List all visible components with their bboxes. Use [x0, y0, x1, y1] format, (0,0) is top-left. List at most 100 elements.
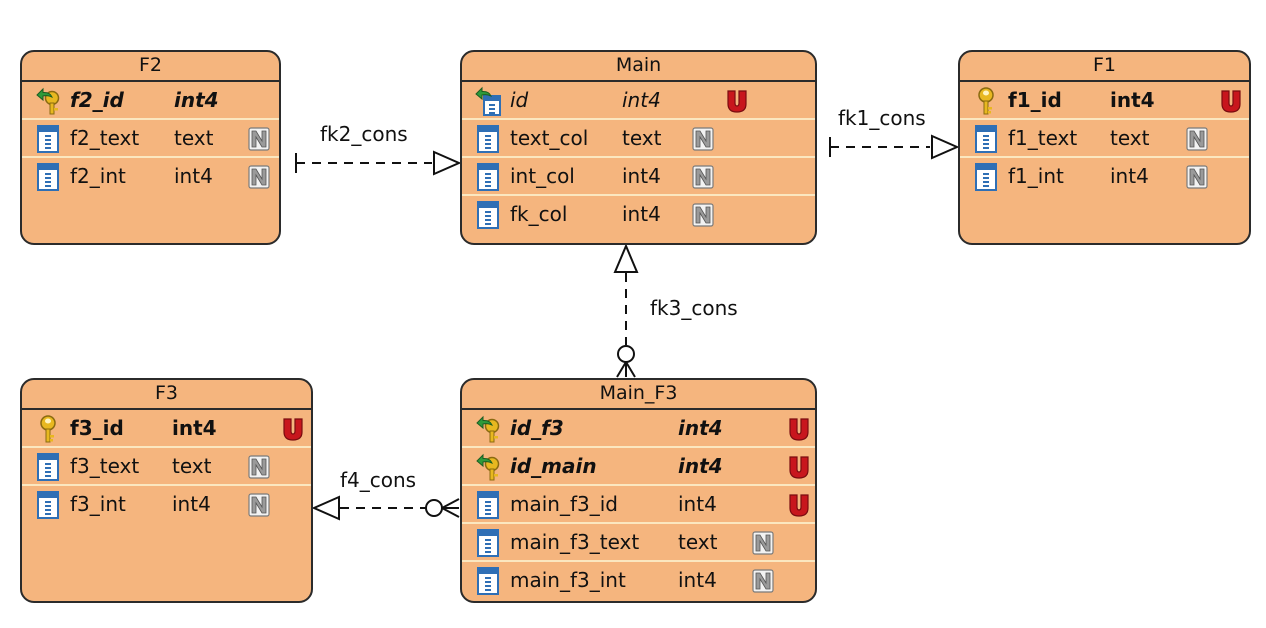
- nullable-badge-icon: [692, 126, 714, 151]
- column-row-f1-int[interactable]: f1_int int4: [960, 156, 1249, 194]
- column-icon: [34, 452, 64, 482]
- nullable-badge-icon: [1186, 126, 1208, 151]
- entity-f1[interactable]: F1 f1_id int4 f1_text text f1_int int4: [958, 50, 1251, 245]
- column-type: text: [678, 530, 718, 554]
- entity-title: Main_F3: [462, 380, 815, 410]
- column-type: int4: [172, 492, 211, 516]
- column-name: id_main: [510, 454, 597, 478]
- fk4-crow-bottom: [441, 507, 460, 518]
- nullable-badge-icon: [248, 454, 270, 479]
- column-row-main-f3-text[interactable]: main_f3_text text: [462, 522, 815, 560]
- column-row-main-f3-int[interactable]: main_f3_int int4: [462, 560, 815, 598]
- column-row-f1-id[interactable]: f1_id int4: [960, 82, 1249, 118]
- fk4-crow-top: [441, 498, 460, 509]
- entity-title: F1: [960, 52, 1249, 82]
- primary-key-icon: [34, 414, 64, 444]
- column-icon: [474, 566, 504, 596]
- fk4-arrowhead: [311, 495, 340, 521]
- column-type: text: [622, 126, 662, 150]
- fk3-arrowhead: [613, 243, 639, 273]
- column-name: int_col: [510, 164, 575, 188]
- column-icon: [34, 162, 64, 192]
- column-type: int4: [622, 164, 661, 188]
- column-type: int4: [174, 164, 213, 188]
- column-icon: [474, 528, 504, 558]
- column-type: text: [1110, 126, 1150, 150]
- entity-title: F2: [22, 52, 279, 82]
- nullable-badge-icon: [248, 164, 270, 189]
- unique-badge-icon: [282, 416, 304, 441]
- entity-f2[interactable]: F2 f2_id int4 f2_text text f2_int int4: [20, 50, 281, 245]
- column-row-f3-int[interactable]: f3_int int4: [22, 484, 311, 522]
- column-icon: [972, 124, 1002, 154]
- column-row-main-f3-id[interactable]: main_f3_id int4: [462, 484, 815, 522]
- column-type: int4: [622, 202, 661, 226]
- column-name: main_f3_int: [510, 568, 626, 592]
- column-icon: [474, 490, 504, 520]
- column-name: f2_int: [70, 164, 126, 188]
- column-icon: [34, 124, 64, 154]
- column-type: int4: [174, 88, 219, 112]
- column-type: int4: [678, 416, 723, 440]
- nullable-badge-icon: [692, 202, 714, 227]
- foreign-key-column-icon: [474, 86, 504, 116]
- fk3-crow-right: [625, 361, 636, 378]
- fk3-label[interactable]: fk3_cons: [650, 296, 738, 320]
- nullable-badge-icon: [692, 164, 714, 189]
- column-type: text: [174, 126, 214, 150]
- column-name: f3_id: [70, 416, 124, 440]
- nullable-badge-icon: [752, 530, 774, 555]
- fk2-label[interactable]: fk2_cons: [320, 122, 408, 146]
- column-name: f3_int: [70, 492, 126, 516]
- column-type: int4: [1110, 164, 1149, 188]
- column-type: int4: [678, 454, 723, 478]
- column-name: f1_id: [1008, 88, 1062, 112]
- entity-title: Main: [462, 52, 815, 82]
- column-row-int-col[interactable]: int_col int4: [462, 156, 815, 194]
- column-name: f2_id: [70, 88, 124, 112]
- fk4-label[interactable]: f4_cons: [340, 468, 417, 492]
- column-type: int4: [172, 416, 217, 440]
- column-type: int4: [678, 492, 717, 516]
- unique-badge-icon: [788, 492, 810, 517]
- foreign-primary-key-icon: [34, 86, 64, 116]
- primary-key-icon: [972, 86, 1002, 116]
- column-row-f1-text[interactable]: f1_text text: [960, 118, 1249, 156]
- column-name: main_f3_id: [510, 492, 618, 516]
- nullable-badge-icon: [248, 126, 270, 151]
- fk4-zero-circle: [425, 499, 443, 517]
- fk2-arrowhead: [433, 150, 462, 176]
- column-name: f1_text: [1008, 126, 1078, 150]
- column-name: main_f3_text: [510, 530, 640, 554]
- unique-badge-icon: [726, 88, 748, 113]
- column-row-id-main[interactable]: id_main int4: [462, 446, 815, 484]
- column-row-f2-text[interactable]: f2_text text: [22, 118, 279, 156]
- column-type: text: [172, 454, 212, 478]
- column-row-f3-id[interactable]: f3_id int4: [22, 410, 311, 446]
- column-row-f2-id[interactable]: f2_id int4: [22, 82, 279, 118]
- foreign-primary-key-icon: [474, 414, 504, 444]
- column-name: f1_int: [1008, 164, 1064, 188]
- column-icon: [474, 124, 504, 154]
- fk1-label[interactable]: fk1_cons: [838, 106, 926, 130]
- column-icon: [972, 162, 1002, 192]
- column-type: int4: [678, 568, 717, 592]
- entity-title: F3: [22, 380, 311, 410]
- fk3-zero-circle: [617, 345, 635, 363]
- unique-badge-icon: [1220, 88, 1242, 113]
- column-icon: [474, 200, 504, 230]
- unique-badge-icon: [788, 454, 810, 479]
- column-name: f2_text: [70, 126, 140, 150]
- nullable-badge-icon: [752, 568, 774, 593]
- column-row-f2-int[interactable]: f2_int int4: [22, 156, 279, 194]
- column-type: int4: [1110, 88, 1155, 112]
- foreign-primary-key-icon: [474, 452, 504, 482]
